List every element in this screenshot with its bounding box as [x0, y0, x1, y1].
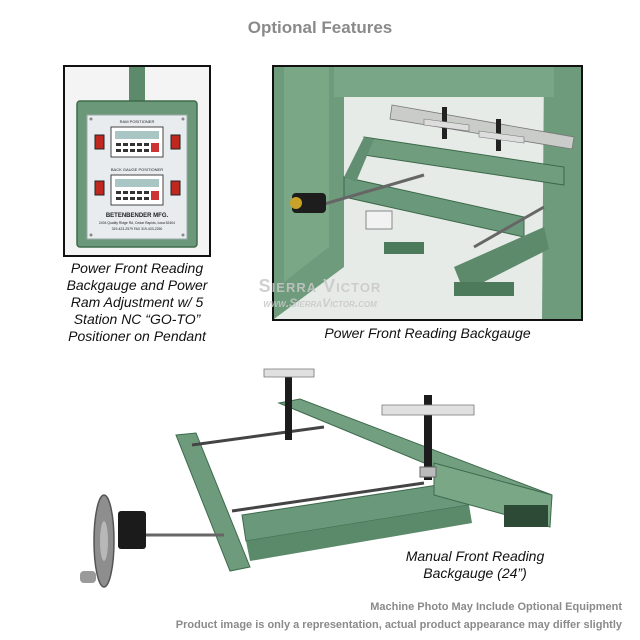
backgauge-positioner-label: BACK GAUGE POSITIONER [111, 167, 163, 172]
brand-address: 2404 Quality Ridge Rd, Cedar Rapids, Iow… [99, 221, 175, 225]
caption-line: Power Front Reading [70, 260, 204, 276]
caption-power-backgauge: Power Front Reading Backgauge [324, 325, 531, 341]
caption-line: Station NC “GO-TO” [73, 311, 201, 327]
footer-optional-equipment: Machine Photo May Include Optional Equip… [370, 601, 622, 613]
watermark-brand: Sierra Victor [258, 276, 382, 296]
caption-controller: Power Front Reading Backgauge and Power … [52, 260, 222, 345]
caption-line: Ram Adjustment w/ 5 [70, 294, 204, 310]
manual-backgauge-photo [74, 355, 560, 595]
ram-positioner-label: RAM POSITIONER [120, 119, 155, 124]
footer-disclaimer: Product image is only a representation, … [175, 619, 622, 631]
lower-right-switch [170, 180, 181, 196]
caption-line: Positioner on Pendant [68, 328, 206, 344]
power-backgauge-photo [272, 65, 583, 321]
manual-backgauge-illustration [80, 368, 553, 588]
brand-phone: 319-423-2579 FAX 319-433-2250 [112, 227, 163, 231]
lower-left-switch [94, 180, 105, 196]
caption-line: Backgauge and Power [66, 277, 208, 293]
upper-right-switch [170, 134, 181, 150]
power-backgauge-illustration [274, 67, 581, 319]
upper-left-switch [94, 134, 105, 150]
page-title: Optional Features [247, 18, 393, 37]
caption-line: Manual Front Reading [405, 548, 545, 564]
watermark-url: www.SierraVictor.com [263, 296, 377, 310]
caption-manual-backgauge: Manual Front Reading Backgauge (24”) [392, 548, 558, 582]
caption-line: Backgauge (24”) [423, 565, 527, 581]
controller-pendant-illustration: RAM POSITIONER BACK GAUGE POSITIONER BET… [65, 67, 209, 255]
brand-label: BETENBENDER MFG. [106, 213, 169, 219]
controller-photo: RAM POSITIONER BACK GAUGE POSITIONER BET… [63, 65, 211, 257]
